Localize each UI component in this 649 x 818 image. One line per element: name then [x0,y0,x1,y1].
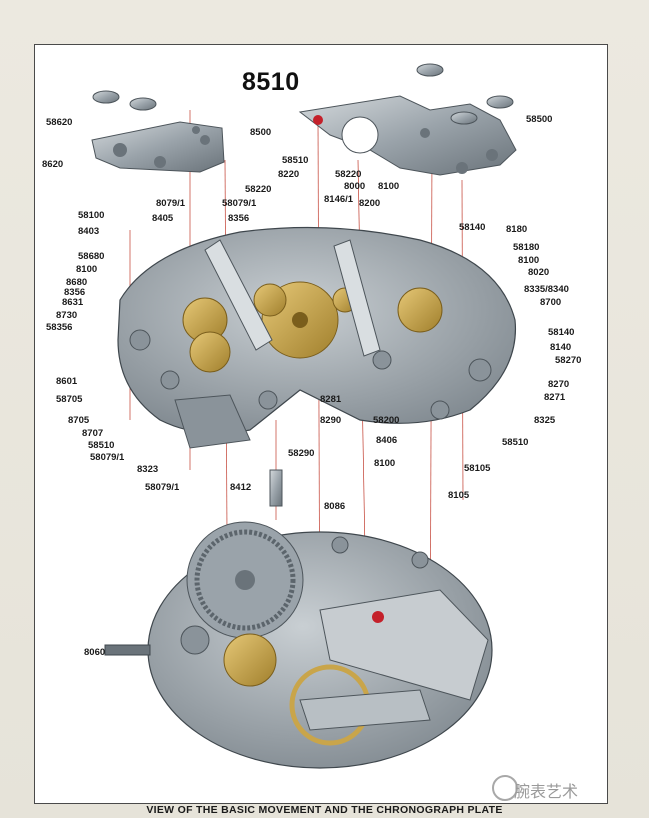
screws-58620 [92,90,157,111]
part-label: 58100 [78,210,105,221]
part-label: 8705 [68,415,90,426]
part-label: 8730 [56,310,78,321]
part-label: 8060 [84,647,106,658]
part-label: 8631 [62,297,84,308]
part-label: 58620 [46,117,73,128]
part-label: 58510 [88,440,115,451]
part-label: 8220 [278,169,300,180]
part-label: 8412 [230,482,252,493]
part-label: 58220 [245,184,272,195]
part-label: 8290 [320,415,342,426]
part-label: 58510 [502,437,529,448]
part-label: 8325 [534,415,556,426]
part-label: 8100 [374,458,396,469]
part-label: 8500 [250,127,272,138]
part-label: 58270 [555,355,582,366]
part-label: 8105 [448,490,470,501]
part-8086 [269,469,283,507]
part-label: 8403 [78,226,100,237]
part-label: 8020 [528,267,550,278]
screws-58500 [416,63,514,125]
part-label: 58680 [78,251,105,262]
part-label: 8086 [324,501,346,512]
part-label: 58510 [282,155,309,166]
part-label: 8271 [544,392,566,403]
part-label: 8601 [56,376,78,387]
part-label: 8323 [137,464,159,475]
part-label: 8680 [66,277,88,288]
part-label: 58079/1 [145,482,180,493]
part-label: 58290 [288,448,315,459]
part-label: 58705 [56,394,83,405]
part-label: 8620 [42,159,64,170]
watermark-logo-icon [492,775,518,801]
part-label: 8281 [320,394,342,405]
part-label: 8100 [76,264,98,275]
part-label: 8000 [344,181,366,192]
part-label: 8200 [359,198,381,209]
basic-movement [104,521,493,769]
part-label: 58105 [464,463,491,474]
part-label: 8707 [82,428,104,439]
caliber-title: 8510 [242,68,300,96]
part-label: 8270 [548,379,570,390]
part-label: 8406 [376,435,398,446]
part-label: 8356 [228,213,250,224]
part-label: 58500 [526,114,553,125]
part-label: 8100 [518,255,540,266]
figure-caption: VIEW OF THE BASIC MOVEMENT AND THE CHRON… [146,804,503,816]
part-label: 58140 [548,327,575,338]
part-label: 58079/1 [222,198,257,209]
part-label: 58180 [513,242,540,253]
part-label: 58140 [459,222,486,233]
part-label: 8146/1 [324,194,354,205]
part-label: 8100 [378,181,400,192]
part-label: 8140 [550,342,572,353]
part-label: 8180 [506,224,528,235]
part-label: 8356 [64,287,86,298]
bridge-8620 [91,121,225,173]
part-label: 58356 [46,322,73,333]
part-label: 8335/8340 [524,284,569,295]
part-label: 58200 [373,415,400,426]
part-label: 58220 [335,169,362,180]
part-label: 58079/1 [90,452,125,463]
part-label: 8079/1 [156,198,186,209]
watermark-text: 腕表艺术 [514,784,579,801]
chronograph-bridge-8500 [298,95,517,176]
part-label: 8405 [152,213,174,224]
part-label: 8700 [540,297,562,308]
chronograph-plate [117,226,517,449]
